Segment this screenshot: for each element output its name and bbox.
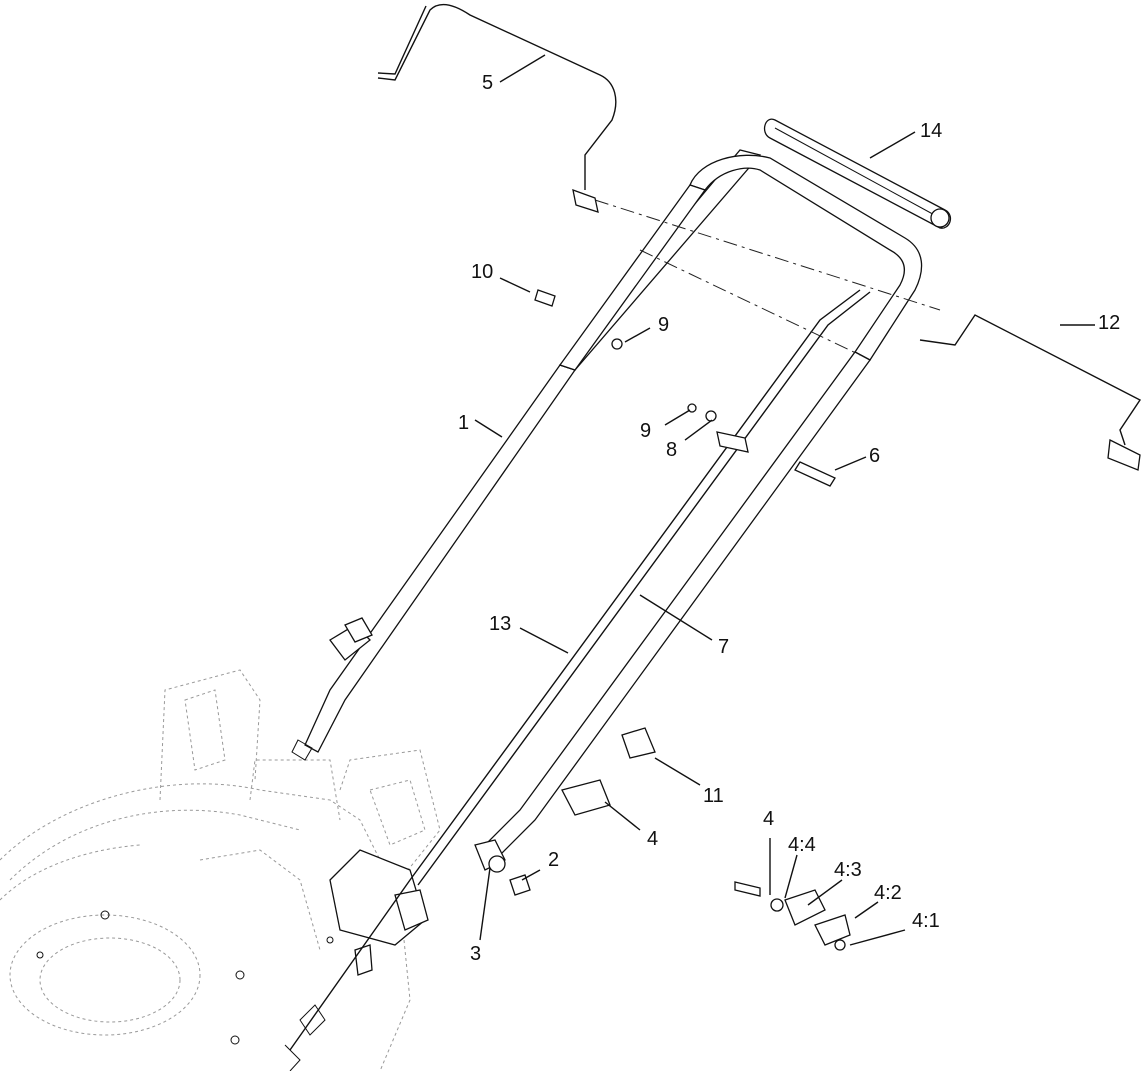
callout-8: 8 — [666, 439, 677, 461]
handle-tube-right — [474, 351, 871, 871]
leader-lines — [474, 54, 1095, 946]
callout-4-2: 4:2 — [874, 882, 902, 904]
bail-left — [377, 3, 617, 213]
callout-1: 1 — [458, 412, 469, 434]
callout-12: 12 — [1098, 312, 1120, 334]
callout-4-lower: 4 — [763, 808, 774, 830]
alignment-lines — [594, 199, 941, 356]
control-cable — [284, 289, 871, 1071]
callout-4-3: 4:3 — [834, 859, 862, 881]
lower-handle-mount — [329, 849, 429, 976]
callout-4-1: 4:1 — [912, 910, 940, 932]
callout-9-lower: 9 — [640, 420, 651, 442]
handle-grip — [763, 118, 952, 229]
callout-14: 14 — [920, 120, 942, 142]
callout-6: 6 — [869, 445, 880, 467]
callout-labels: 1 2 3 4 4 4:4 4:3 4:2 4:1 5 6 7 8 9 9 10… — [458, 72, 1120, 965]
callout-10: 10 — [471, 261, 493, 283]
callout-9-upper: 9 — [658, 314, 669, 336]
callout-13: 13 — [489, 613, 511, 635]
mower-deck — [0, 669, 441, 1071]
callout-3: 3 — [470, 943, 481, 965]
handle-upper-loop — [558, 154, 923, 371]
callout-5: 5 — [482, 72, 493, 94]
handle-tube-left — [291, 149, 762, 761]
callout-11: 11 — [703, 785, 724, 807]
callout-2: 2 — [548, 849, 559, 871]
callout-7: 7 — [718, 636, 729, 658]
callout-4-upper: 4 — [647, 828, 658, 850]
bail-right — [919, 314, 1142, 471]
hardware-parts — [488, 289, 851, 951]
callout-4-4: 4:4 — [788, 834, 816, 856]
